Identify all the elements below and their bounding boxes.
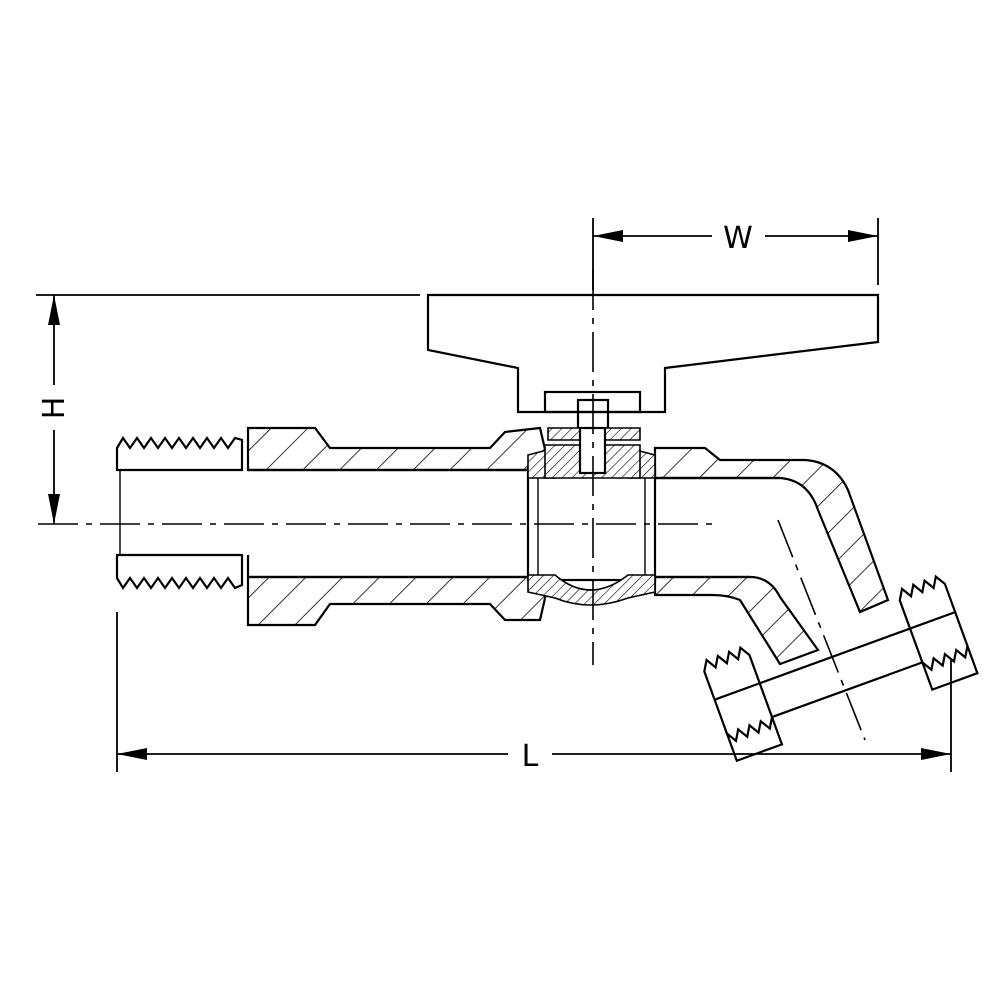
- outlet-thread-fitting: [703, 574, 979, 763]
- handle: [426, 293, 880, 432]
- body-upper-wall: [246, 426, 550, 472]
- dimension-w-label: W: [723, 221, 753, 256]
- dimension-w: W: [592, 218, 879, 290]
- male-thread-inlet: [115, 435, 244, 591]
- ball-assembly: [526, 426, 657, 606]
- dimension-h-label: H: [37, 397, 72, 420]
- body-lower-wall: [246, 555, 550, 627]
- dimension-l: L: [116, 612, 952, 774]
- center-lines: [38, 270, 866, 741]
- bore: [248, 468, 780, 579]
- dimension-l-label: L: [522, 739, 539, 774]
- dimension-h: H: [36, 294, 420, 524]
- outlet-body: [653, 446, 890, 666]
